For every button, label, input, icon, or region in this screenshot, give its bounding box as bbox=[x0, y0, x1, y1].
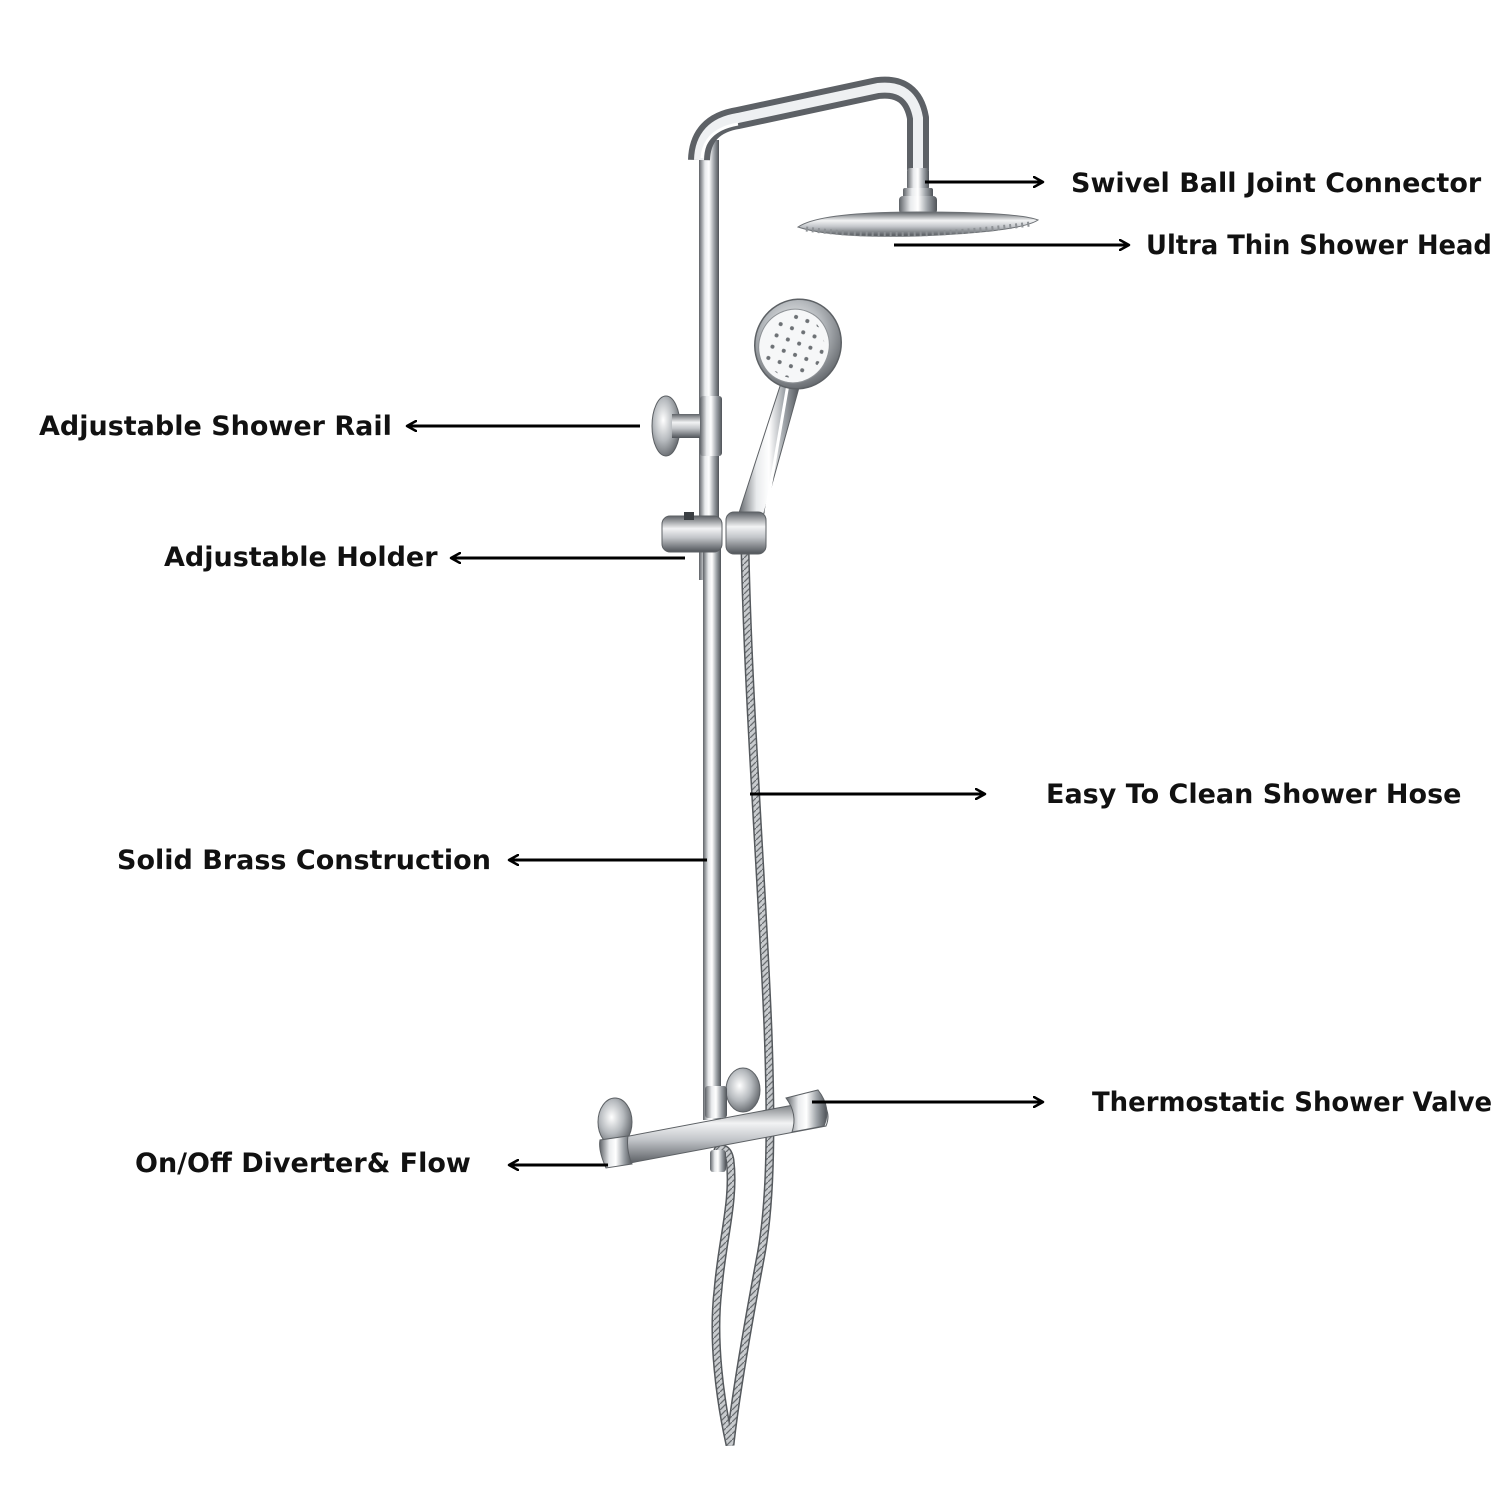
rain-shower-head bbox=[796, 211, 1040, 237]
pointer-arrows bbox=[408, 182, 1128, 1165]
label-diverter-flow: On/Off Diverter& Flow bbox=[135, 1148, 471, 1179]
label-solid-brass: Solid Brass Construction bbox=[117, 845, 491, 876]
label-easy-clean-hose: Easy To Clean Shower Hose bbox=[1046, 779, 1462, 810]
hand-shower bbox=[737, 298, 842, 521]
label-adjustable-shower-rail: Adjustable Shower Rail bbox=[39, 411, 392, 442]
swivel-ball-joint bbox=[899, 168, 937, 214]
shower-hose bbox=[711, 543, 775, 1446]
thermostatic-valve bbox=[597, 1067, 829, 1172]
wall-bracket-upper bbox=[651, 395, 722, 457]
slider-holder bbox=[661, 511, 767, 555]
label-adjustable-holder: Adjustable Holder bbox=[164, 542, 438, 573]
riser-rail bbox=[688, 76, 929, 1120]
label-ultra-thin-shower-head: Ultra Thin Shower Head bbox=[1146, 230, 1492, 261]
label-thermostatic-valve: Thermostatic Shower Valve bbox=[1092, 1087, 1493, 1118]
label-swivel-ball-joint: Swivel Ball Joint Connector bbox=[1071, 168, 1482, 199]
